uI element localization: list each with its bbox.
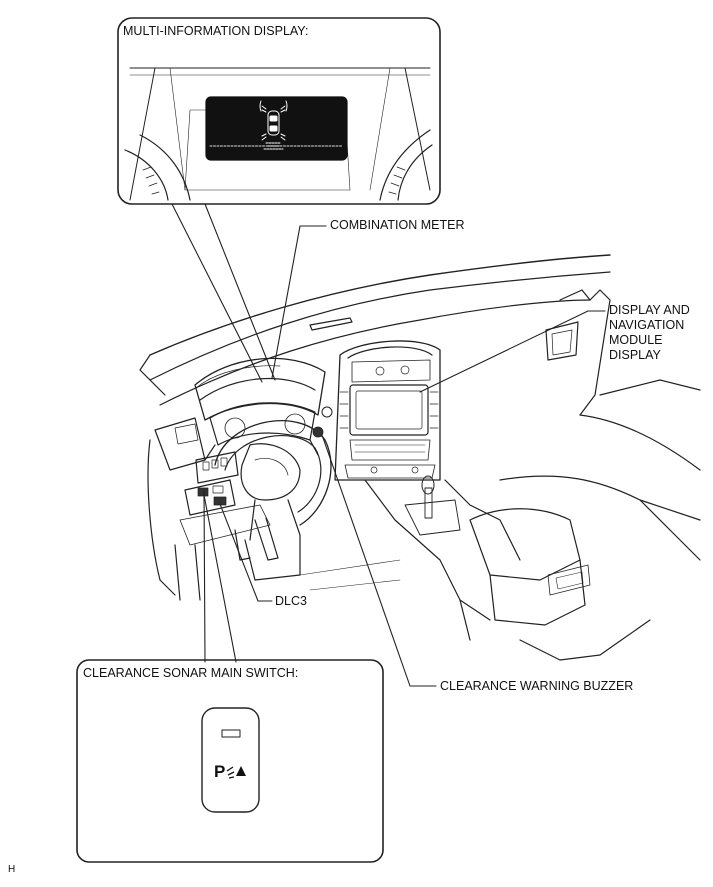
sonar-switch-inset (76, 659, 384, 863)
label-clearance-warning-buzzer: CLEARANCE WARNING BUZZER (440, 679, 634, 693)
label-dlc3: DLC3 (275, 594, 307, 608)
sonar-switch-button (201, 707, 260, 813)
switch-p-letter: P (214, 762, 225, 781)
label-combination-meter: COMBINATION METER (330, 218, 465, 232)
dashboard (139, 254, 701, 661)
label-display-navigation-line-3: MODULE (609, 333, 663, 347)
label-display-navigation-line-2: NAVIGATION (609, 318, 685, 332)
parking-sonar-icon: P (214, 762, 246, 781)
label-display-navigation-line-1: DISPLAY AND (609, 303, 690, 317)
label-clearance-sonar-main-switch: CLEARANCE SONAR MAIN SWITCH: (83, 666, 299, 680)
multi-info-inset (117, 17, 441, 205)
leader-lines (171, 203, 606, 687)
corner-mark: H (8, 864, 16, 875)
mid-screen (205, 96, 348, 161)
label-multi-information-display: MULTI-INFORMATION DISPLAY: (123, 24, 309, 38)
label-display-navigation-line-4: DISPLAY (609, 348, 661, 362)
car-top-view-sensor-icon (259, 100, 288, 150)
label-display-navigation: DISPLAY AND NAVIGATION MODULE DISPLAY (609, 303, 690, 363)
